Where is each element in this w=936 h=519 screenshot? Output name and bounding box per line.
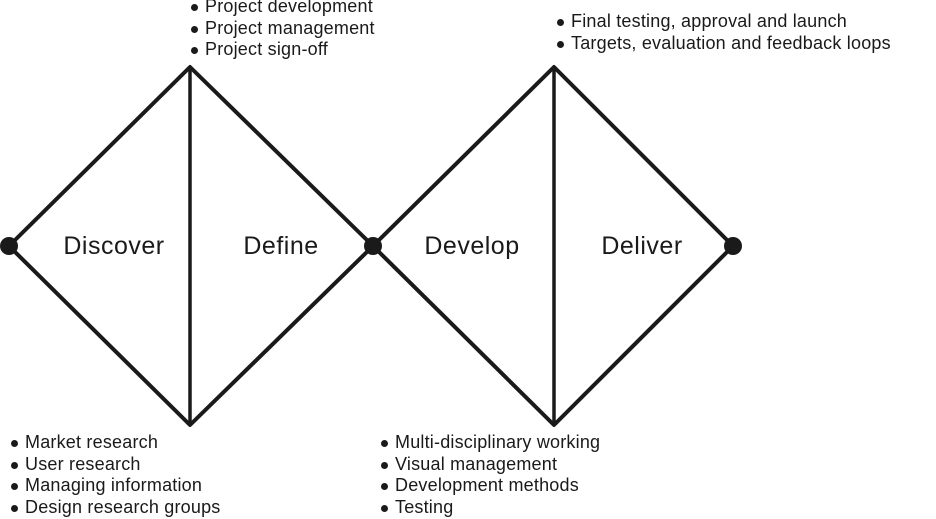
list-item: User research (11, 454, 221, 476)
bullet-icon (381, 504, 388, 512)
phase-label-discover: Discover (63, 232, 164, 260)
list-item: Project development (191, 0, 375, 18)
bullet-icon (11, 461, 18, 469)
bullet-icon (381, 461, 388, 469)
list-item: Testing (381, 497, 600, 519)
deliver-activities-list: Final testing, approval and launch Targe… (557, 11, 891, 54)
bullet-icon (381, 483, 388, 490)
bullet-icon (557, 19, 564, 26)
bullet-icon (557, 40, 564, 48)
bullet-icon (11, 483, 18, 490)
list-item: Design research groups (11, 497, 221, 519)
middle-node-dot (364, 237, 382, 255)
discover-activities-list: Market research User research Managing i… (11, 432, 221, 518)
phase-label-define: Define (243, 232, 318, 260)
list-item: Managing information (11, 475, 221, 497)
list-item: Project sign-off (191, 39, 375, 61)
start-node-dot (0, 237, 18, 255)
list-item: Final testing, approval and launch (557, 11, 891, 33)
list-item: Visual management (381, 454, 600, 476)
bullet-icon (191, 25, 198, 33)
list-item: Multi-disciplinary working (381, 432, 600, 454)
bullet-icon (191, 47, 198, 54)
list-item: Targets, evaluation and feedback loops (557, 33, 891, 55)
list-item: Market research (11, 432, 221, 454)
define-activities-list: Project development Project management P… (191, 0, 375, 61)
bullet-icon (191, 4, 198, 11)
end-node-dot (724, 237, 742, 255)
develop-activities-list: Multi-disciplinary working Visual manage… (381, 432, 600, 518)
bullet-icon (381, 440, 388, 447)
list-item: Project management (191, 18, 375, 40)
phase-label-develop: Develop (424, 232, 519, 260)
bullet-icon (11, 504, 18, 512)
list-item: Development methods (381, 475, 600, 497)
phase-label-deliver: Deliver (601, 232, 682, 260)
bullet-icon (11, 440, 18, 447)
